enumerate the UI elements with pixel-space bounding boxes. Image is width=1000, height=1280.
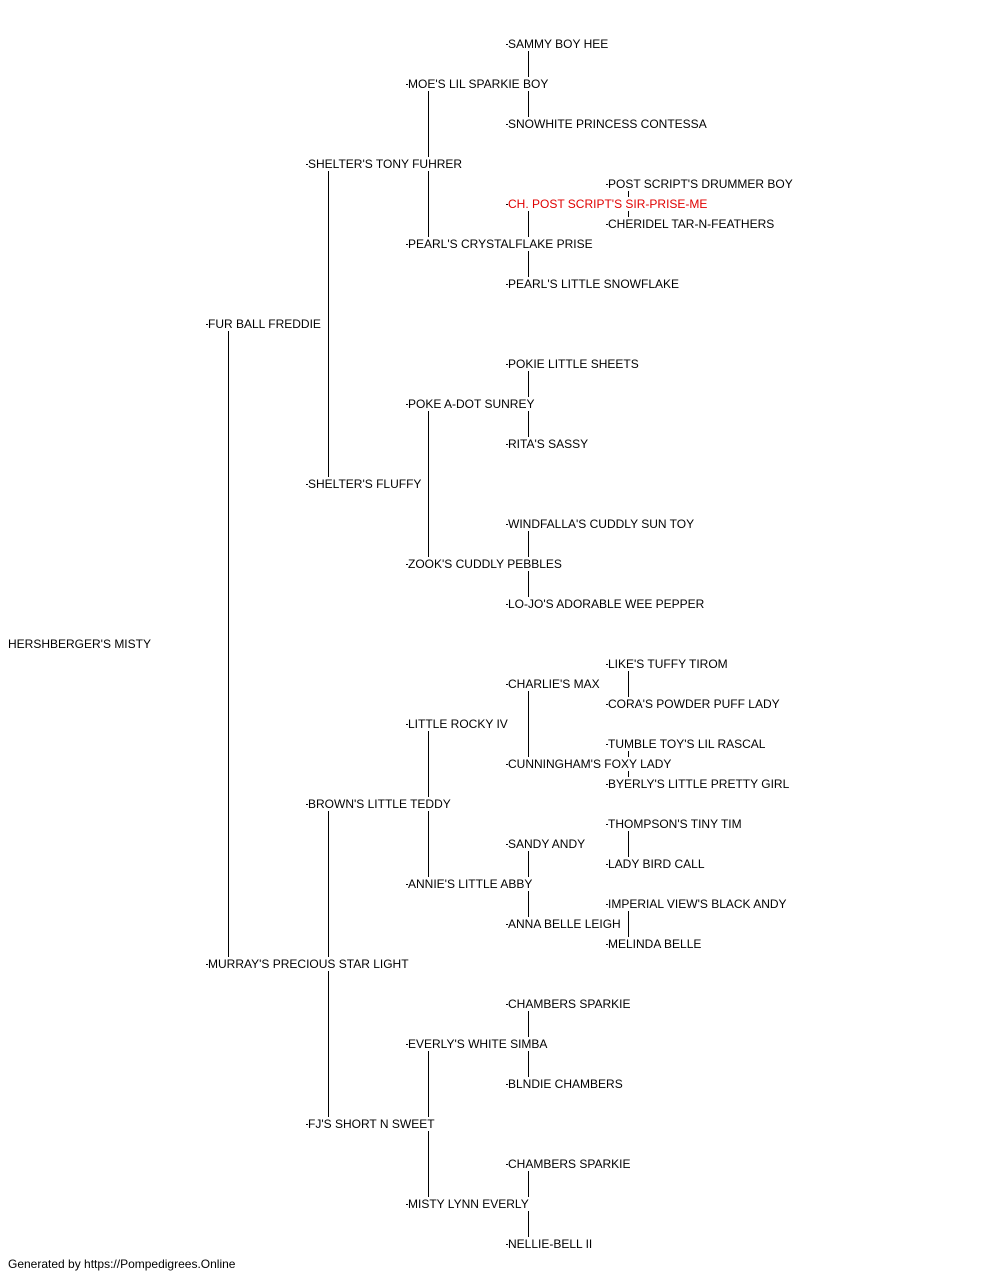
- dog-name-sire-dam-dam-sire: WINDFALLA'S CUDDLY SUN TOY: [508, 517, 695, 531]
- dog-name-sire-sire-sire-dam: SNOWHITE PRINCESS CONTESSA: [508, 117, 707, 131]
- dog-name-dam-dam-dam: MISTY LYNN EVERLY: [408, 1197, 529, 1211]
- dog-name-subject: HERSHBERGER'S MISTY: [8, 637, 151, 651]
- dog-name-dam-sire-sire-sire-dam: CORA'S POWDER PUFF LADY: [608, 697, 780, 711]
- dog-name-dam-sire-sire-dam-sire: TUMBLE TOY'S LIL RASCAL: [608, 737, 766, 751]
- dog-name-dam-sire-dam: ANNIE'S LITTLE ABBY: [408, 877, 533, 891]
- footer-credit: Generated by https://Pompedigrees.Online: [8, 1257, 236, 1271]
- dog-name-dam-sire-sire-dam-dam: BYERLY'S LITTLE PRETTY GIRL: [608, 777, 790, 791]
- dog-name-dam-sire-sire-sire-sire: LIKE'S TUFFY TIROM: [608, 657, 728, 671]
- dog-name-sire-sire-dam-sire: CH. POST SCRIPT'S SIR-PRISE-ME: [508, 197, 708, 211]
- dog-name-dam-sire-sire: LITTLE ROCKY IV: [408, 717, 508, 731]
- dog-name-sire-sire-sire: MOE'S LIL SPARKIE BOY: [408, 77, 549, 91]
- dog-name-dam-sire: BROWN'S LITTLE TEDDY: [308, 797, 451, 811]
- dog-name-dam-sire-dam-dam: ANNA BELLE LEIGH: [508, 917, 621, 931]
- dog-name-sire-dam-sire-dam: RITA'S SASSY: [508, 437, 589, 451]
- dog-name-dam-dam-sire-sire: CHAMBERS SPARKIE: [508, 997, 631, 1011]
- dog-name-sire-sire-dam-sire-dam: CHERIDEL TAR-N-FEATHERS: [608, 217, 775, 231]
- dog-name-sire-sire-sire-sire: SAMMY BOY HEE: [508, 37, 609, 51]
- dog-name-sire-sire: SHELTER'S TONY FUHRER: [308, 157, 463, 171]
- dog-name-dam-dam-sire: EVERLY'S WHITE SIMBA: [408, 1037, 548, 1051]
- dog-name-dam-sire-dam-sire-dam: LADY BIRD CALL: [608, 857, 705, 871]
- dog-name-dam-sire-sire-sire: CHARLIE'S MAX: [508, 677, 600, 691]
- dog-name-sire-dam-sire: POKE A-DOT SUNREY: [408, 397, 535, 411]
- dog-name-dam-sire-dam-dam-sire: IMPERIAL VIEW'S BLACK ANDY: [608, 897, 787, 911]
- dog-name-dam-dam-dam-dam: NELLIE-BELL II: [508, 1237, 593, 1251]
- dog-name-sire-dam-dam: ZOOK'S CUDDLY PEBBLES: [408, 557, 562, 571]
- dog-name-sire-dam: SHELTER'S FLUFFY: [308, 477, 422, 491]
- dog-name-dam-sire-dam-sire: SANDY ANDY: [508, 837, 586, 851]
- dog-name-sire-sire-dam: PEARL'S CRYSTALFLAKE PRISE: [408, 237, 593, 251]
- dog-name-dam-sire-dam-sire-sire: THOMPSON'S TINY TIM: [608, 817, 742, 831]
- dog-name-dam-dam: FJ'S SHORT N SWEET: [308, 1117, 435, 1131]
- dog-name-dam-dam-dam-sire: CHAMBERS SPARKIE: [508, 1157, 631, 1171]
- dog-name-sire: FUR BALL FREDDIE: [208, 317, 321, 331]
- dog-name-sire-dam-sire-sire: POKIE LITTLE SHEETS: [508, 357, 639, 371]
- dog-name-sire-sire-dam-sire-sire: POST SCRIPT'S DRUMMER BOY: [608, 177, 793, 191]
- dog-name-sire-sire-dam-dam: PEARL'S LITTLE SNOWFLAKE: [508, 277, 680, 291]
- dog-name-sire-dam-dam-dam: LO-JO'S ADORABLE WEE PEPPER: [508, 597, 705, 611]
- dog-name-dam-sire-sire-dam: CUNNINGHAM'S FOXY LADY: [508, 757, 672, 771]
- dog-name-dam-sire-dam-dam-dam: MELINDA BELLE: [608, 937, 702, 951]
- dog-name-dam: MURRAY'S PRECIOUS STAR LIGHT: [208, 957, 409, 971]
- dog-name-dam-dam-sire-dam: BLNDIE CHAMBERS: [508, 1077, 623, 1091]
